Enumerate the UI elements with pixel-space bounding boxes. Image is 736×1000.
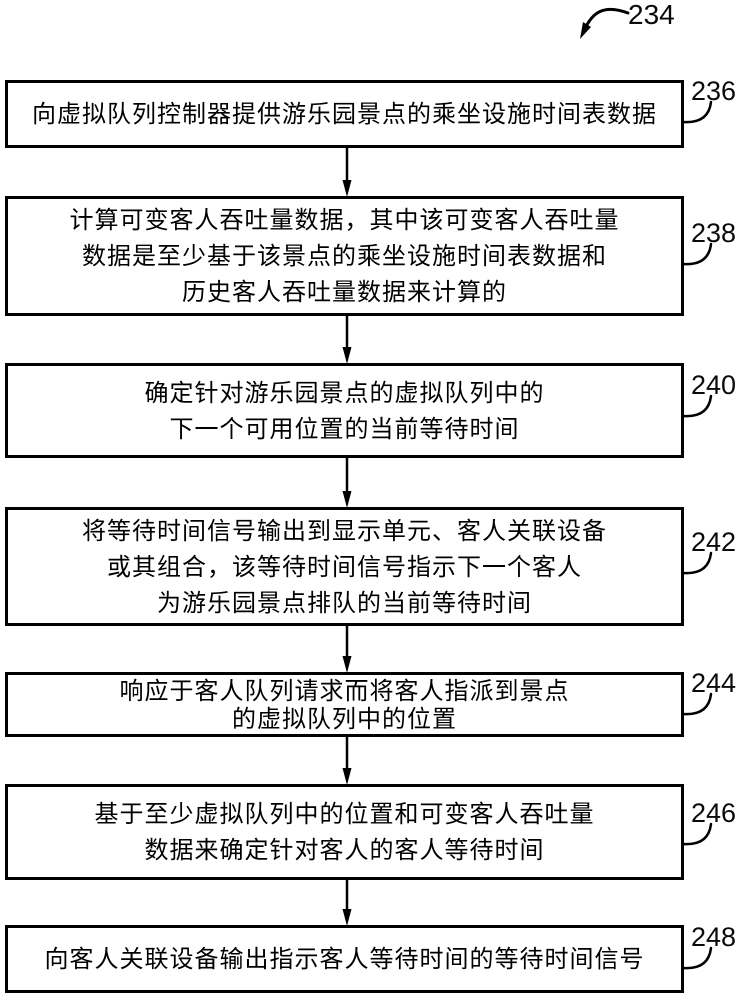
ref-connector-curve-240 bbox=[682, 394, 713, 418]
step-box-242: 将等待时间信号输出到显示单元、客人关联设备 或其组合，该等待时间信号指示下一个客… bbox=[5, 507, 684, 626]
step-text-236: 向虚拟队列控制器提供游乐园景点的乘坐设施时间表数据 bbox=[32, 100, 657, 128]
step-ref-number-242: 242 bbox=[691, 527, 736, 557]
step-box-246: 基于至少虚拟队列中的位置和可变客人吞吐量 数据来确定针对客人的客人等待时间 bbox=[5, 784, 684, 880]
ref-connector-curve-244 bbox=[682, 692, 713, 716]
step-box-236: 向虚拟队列控制器提供游乐园景点的乘坐设施时间表数据 bbox=[5, 80, 684, 148]
ref-connector-curve-242 bbox=[682, 551, 713, 575]
step-ref-number-244: 244 bbox=[691, 668, 736, 698]
flow-arrow-242-244 bbox=[342, 625, 352, 673]
step-ref-number-236: 236 bbox=[691, 76, 736, 106]
step-text-238: 计算可变客人吞吐量数据，其中该可变客人吞吐量 数据是至少基于该景点的乘坐设施时间… bbox=[69, 206, 620, 306]
step-box-248: 向客人关联设备输出指示客人等待时间的等待时间信号 bbox=[5, 925, 684, 993]
step-box-244: 响应于客人队列请求而将客人指派到景点 的虚拟队列中的位置 bbox=[5, 672, 684, 737]
step-text-240: 确定针对游乐园景点的虚拟队列中的 下一个可用位置的当前等待时间 bbox=[144, 378, 545, 443]
ref-connector-curve-238 bbox=[682, 242, 713, 266]
flow-arrow-244-246 bbox=[342, 736, 352, 785]
step-text-244: 响应于客人队列请求而将客人指派到景点 的虚拟队列中的位置 bbox=[119, 676, 570, 733]
ref-connector-curve-246 bbox=[682, 822, 713, 846]
flow-arrow-236-238 bbox=[342, 147, 352, 197]
step-text-242: 将等待时间信号输出到显示单元、客人关联设备 或其组合，该等待时间信号指示下一个客… bbox=[82, 516, 607, 617]
step-ref-number-248: 248 bbox=[691, 922, 736, 952]
ref-connector-curve-248 bbox=[682, 946, 713, 970]
flow-arrow-246-248 bbox=[342, 877, 352, 926]
step-box-238: 计算可变客人吞吐量数据，其中该可变客人吞吐量 数据是至少基于该景点的乘坐设施时间… bbox=[5, 196, 684, 316]
step-text-248: 向客人关联设备输出指示客人等待时间的等待时间信号 bbox=[44, 945, 645, 973]
step-text-246: 基于至少虚拟队列中的位置和可变客人吞吐量 数据来确定针对客人的客人等待时间 bbox=[94, 800, 595, 864]
step-ref-number-240: 240 bbox=[691, 370, 736, 400]
ref-connector-curve-236 bbox=[682, 100, 713, 124]
step-box-240: 确定针对游乐园景点的虚拟队列中的 下一个可用位置的当前等待时间 bbox=[5, 363, 684, 458]
figure-ref-arrow-icon bbox=[580, 7, 630, 39]
step-ref-number-246: 246 bbox=[691, 798, 736, 828]
flow-arrow-238-240 bbox=[342, 315, 352, 364]
step-ref-number-238: 238 bbox=[691, 218, 736, 248]
figure-ref-number: 234 bbox=[628, 0, 675, 30]
flow-arrow-240-242 bbox=[342, 457, 352, 508]
